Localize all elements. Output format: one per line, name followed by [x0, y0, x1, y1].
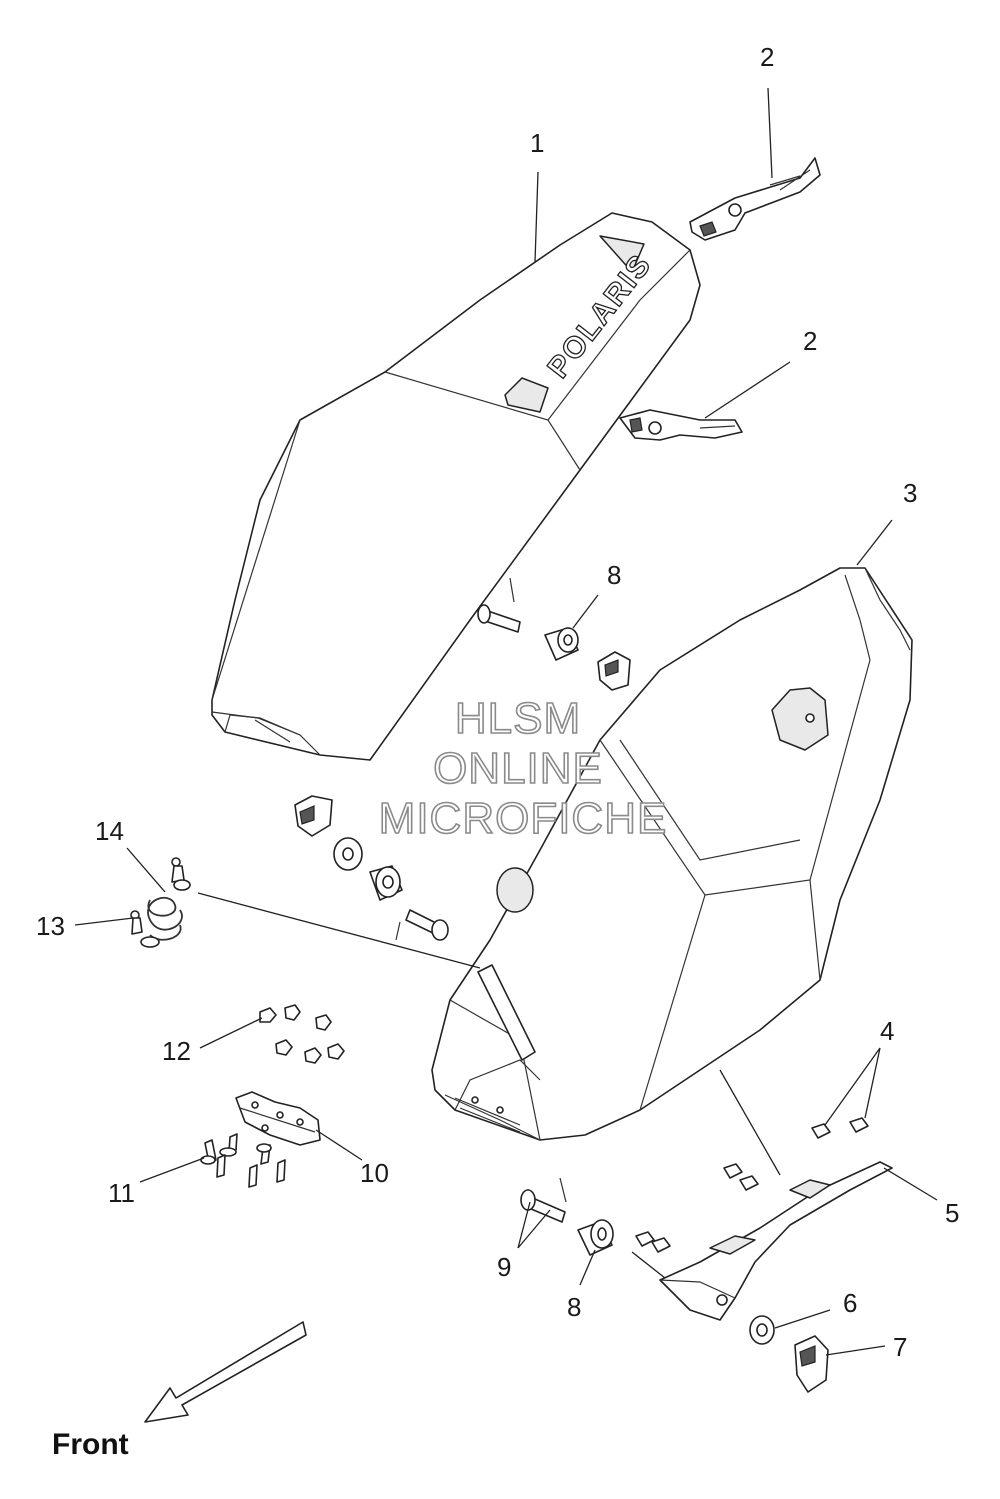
screws-part-4	[635, 1117, 869, 1253]
leader-lines	[74, 87, 938, 1356]
watermark-line-1: HLSM	[455, 694, 581, 743]
washer-left-2	[369, 865, 403, 901]
callout-1: 1	[530, 128, 544, 158]
pivot-pin-left	[395, 909, 449, 941]
callout-8-lower: 8	[567, 1292, 581, 1322]
callout-4: 4	[880, 1016, 894, 1046]
pivot-pin-lower	[520, 1177, 567, 1223]
callout-2-upper: 2	[760, 42, 774, 72]
callout-6: 6	[843, 1288, 857, 1318]
callout-9: 9	[497, 1252, 511, 1282]
callout-14: 14	[95, 816, 124, 846]
callout-11: 11	[108, 1178, 135, 1208]
storage-box-lid: POLARIS	[211, 212, 701, 761]
latch-keeper-upper	[597, 651, 631, 691]
bushing-lower	[577, 1219, 614, 1256]
hinge	[235, 1091, 321, 1146]
watermark-line-3: MICROFICHE	[379, 794, 668, 843]
lid-latch-upper	[689, 157, 821, 241]
front-direction-arrow: Front	[52, 1321, 307, 1461]
callout-7: 7	[893, 1332, 907, 1362]
bushing-part-6	[749, 1315, 775, 1345]
spring-assembly	[130, 857, 191, 948]
callout-10: 10	[360, 1158, 389, 1188]
watermark: HLSM ONLINE MICROFICHE	[378, 693, 668, 844]
latch-keeper-left	[294, 795, 333, 837]
lid-latch-lower	[619, 409, 743, 441]
callout-8-upper: 8	[607, 560, 621, 590]
mounting-bracket	[659, 1161, 893, 1321]
flange-nuts	[259, 1004, 345, 1064]
callout-12: 12	[162, 1036, 191, 1066]
washer-left-1	[333, 837, 363, 871]
front-label: Front	[52, 1428, 129, 1461]
storage-box-body	[431, 567, 913, 1141]
bushing-upper	[544, 627, 579, 661]
callout-3: 3	[903, 478, 917, 508]
latch-keeper-part-7	[794, 1335, 829, 1393]
callout-2-lower: 2	[803, 326, 817, 356]
callout-5: 5	[945, 1198, 959, 1228]
bolts	[200, 1133, 286, 1188]
callout-13: 13	[36, 911, 65, 941]
callout-labels: 1 2 2 3 8 4 5 6 7 8 9 10 11 12 13 14	[36, 42, 959, 1362]
pivot-pin-upper	[477, 577, 521, 633]
watermark-line-2: ONLINE	[433, 744, 603, 793]
